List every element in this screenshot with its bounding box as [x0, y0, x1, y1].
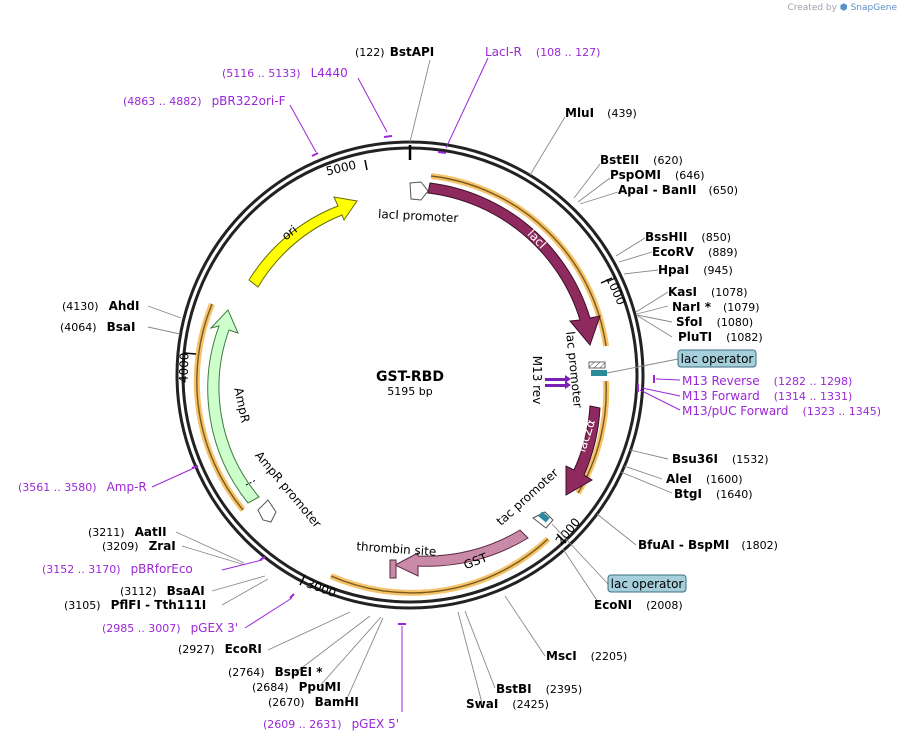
- tick-1000: [600, 277, 613, 284]
- site-AleI[interactable]: AleI(1600): [666, 472, 743, 486]
- site-BtgI[interactable]: BtgI(1640): [674, 487, 753, 501]
- site-BsaAI[interactable]: (3112)BsaAI: [120, 584, 205, 598]
- site-MscI[interactable]: MscI(2205): [546, 649, 627, 663]
- primer-LacI-R[interactable]: LacI-R(108 .. 127): [485, 45, 600, 59]
- lac-operator-1-leader: [606, 358, 679, 374]
- tick-label-4000: 4000: [176, 352, 191, 383]
- site-ZraI[interactable]: (3209)ZraI: [102, 539, 176, 553]
- primer-pBRforEco[interactable]: (3152 .. 3170)pBRforEco: [42, 562, 193, 576]
- primer-M13-pUC-Forward[interactable]: M13/pUC Forward(1323 .. 1345): [682, 404, 881, 418]
- lacI-promoter-feature[interactable]: [409, 181, 429, 201]
- site-SwaI[interactable]: SwaI(2425): [466, 697, 549, 711]
- thrombin-site-feature[interactable]: [389, 559, 397, 579]
- site-MluI[interactable]: MluI (439): [565, 102, 637, 121]
- snapgene-credit: Created by ⬢ SnapGene: [787, 3, 897, 13]
- AmpR-label: AmpR: [231, 386, 252, 424]
- lac-promoter-mark: [588, 361, 606, 369]
- site-AhdI[interactable]: (4130)AhdI: [62, 299, 139, 313]
- M13-rev-label: M13 rev: [530, 356, 544, 405]
- orf-arc-lacI-line: [430, 175, 607, 347]
- lac-operator-2-leader: [551, 523, 609, 585]
- credit-prefix: Created by: [787, 3, 837, 13]
- snapgene-logo: ⬢: [839, 3, 848, 13]
- site-BstEII[interactable]: BstEII(620): [600, 153, 683, 167]
- orf-arc-GST-line: [330, 538, 549, 594]
- site-BamHI[interactable]: (2670)BamHI: [268, 695, 359, 709]
- M13-rev-arrow-1: [545, 375, 571, 383]
- tick-label-2000: 2000: [553, 515, 583, 547]
- plasmid-size: 5195 bp: [387, 385, 432, 398]
- primer-pGEX-5[interactable]: (2609 .. 2631)pGEX 5': [263, 717, 399, 731]
- tick-2000: [556, 533, 567, 544]
- lac-operator-1-label: lac operator: [681, 352, 754, 366]
- M13-rev-arrow-2: [545, 381, 571, 389]
- site-NarI[interactable]: NarI *(1079): [672, 300, 760, 314]
- primer-pGEX-3[interactable]: (2985 .. 3007)pGEX 3': [102, 621, 238, 635]
- lac-operator-1-box[interactable]: [677, 349, 757, 368]
- site-PspOMI[interactable]: PspOMI(646): [610, 168, 705, 182]
- site-BfuAI-BspMI[interactable]: BfuAI - BspMI(1802): [638, 538, 778, 552]
- site-KasI[interactable]: KasI(1078): [668, 285, 748, 299]
- site-BsaI[interactable]: (4064)BsaI: [60, 320, 135, 334]
- primer-M13-Forward[interactable]: M13 Forward(1314 .. 1331): [682, 389, 852, 403]
- site-SfoI[interactable]: SfoI(1080): [676, 315, 753, 329]
- site-PluTI[interactable]: PluTI(1082): [678, 330, 763, 344]
- tick-label-5000: 5000: [325, 158, 358, 179]
- tick-label-1000: 1000: [603, 274, 628, 308]
- tick-4000: [183, 352, 197, 355]
- lac-operator-1-mark: [591, 370, 607, 376]
- site-AatII[interactable]: (3211)AatII: [88, 525, 167, 539]
- thrombin-site-label: thrombin site: [356, 539, 437, 559]
- tick-5000: [364, 159, 368, 171]
- primer-L4440[interactable]: (5116 .. 5133)L4440: [222, 66, 348, 80]
- site-leader-lines: [147, 59, 673, 704]
- site-EcoRI[interactable]: (2927)EcoRI: [178, 642, 262, 656]
- primer-pBR322ori-F[interactable]: (4863 .. 4882)pBR322ori-F: [123, 94, 286, 108]
- primer-marks: [191, 135, 655, 625]
- credit-brand: SnapGene: [850, 3, 897, 13]
- ori-feature[interactable]: [248, 196, 358, 288]
- tick-3000: [299, 574, 306, 586]
- lac-promoter-label: lac promoter: [563, 331, 585, 409]
- site-EcoRV[interactable]: EcoRV(889): [652, 245, 738, 259]
- plasmid-name: GST-RBD: [376, 369, 444, 385]
- AmpR-feature[interactable]: [207, 309, 260, 504]
- lacI-feature[interactable]: [427, 182, 601, 347]
- lacI-promoter-label: lacI promoter: [378, 207, 459, 225]
- AmpR-dotted-divider: [245, 479, 257, 486]
- site-BstBI[interactable]: BstBI(2395): [496, 682, 582, 696]
- lac-operator-2-label: lac operator: [611, 577, 684, 591]
- orf-arc-AmpR-line: [196, 303, 244, 511]
- site-BssHII[interactable]: BssHII(850): [645, 230, 731, 244]
- lac-operator-2-box[interactable]: [607, 574, 687, 593]
- site-BstAPI[interactable]: (122) BstAPI: [355, 41, 434, 60]
- primer-leader-lines: [151, 57, 681, 712]
- primer-Amp-R[interactable]: (3561 .. 3580)Amp-R: [18, 480, 147, 494]
- site-Bsu36I[interactable]: Bsu36I(1532): [672, 452, 769, 466]
- lacZa-feature[interactable]: [565, 405, 601, 496]
- lac-operator-2-mark: [538, 511, 550, 523]
- site-ApaI-BanII[interactable]: ApaI - BanII(650): [618, 183, 738, 197]
- site-EcoNI[interactable]: EcoNI(2008): [594, 598, 683, 612]
- site-BspEI[interactable]: (2764)BspEI *: [228, 665, 323, 679]
- primer-M13-Reverse[interactable]: M13 Reverse(1282 .. 1298): [682, 374, 852, 388]
- site-PflFI-Tth111I[interactable]: (3105)PflFI - Tth111I: [64, 598, 206, 612]
- site-PpuMI[interactable]: (2684)PpuMI: [252, 680, 341, 694]
- site-HpaI[interactable]: HpaI(945): [658, 263, 733, 277]
- AmpR-promoter-feature[interactable]: [257, 499, 277, 523]
- GST-feature[interactable]: [393, 529, 529, 577]
